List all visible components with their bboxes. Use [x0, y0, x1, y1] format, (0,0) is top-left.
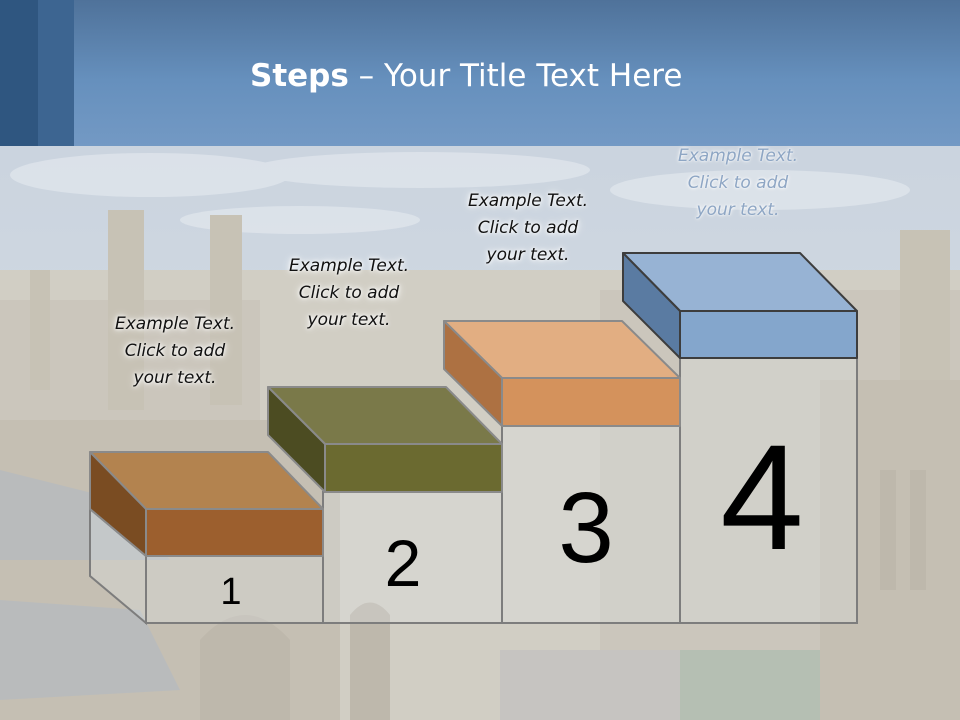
header-accent-bar-mid — [38, 0, 74, 146]
header-accent-bar-dark — [0, 0, 38, 146]
step-1-number: 1 — [220, 571, 242, 613]
step-4-block[interactable] — [622, 252, 858, 359]
step-1-block[interactable] — [89, 451, 324, 557]
step-3-label[interactable]: Example Text. Click to add your text. — [467, 191, 589, 265]
step-2-frame — [322, 491, 503, 624]
step-2-number: 2 — [384, 526, 422, 600]
step-4-label[interactable]: Example Text. Click to add your text. — [677, 146, 799, 220]
title-rest: – Your Title Text Here — [348, 58, 683, 94]
step-4-frame — [679, 357, 858, 624]
header-banner — [0, 0, 960, 146]
step-1-label[interactable]: Example Text. Click to add your text. — [114, 314, 236, 388]
step-3-block[interactable] — [443, 320, 681, 427]
slide-title[interactable]: Steps – Your Title Text Here — [250, 56, 682, 100]
step-2-block[interactable] — [267, 386, 503, 493]
step-3-number: 3 — [558, 472, 614, 584]
step-4-number: 4 — [720, 413, 804, 581]
title-bold: Steps — [250, 58, 349, 94]
step-2-label[interactable]: Example Text. Click to add your text. — [288, 256, 410, 330]
